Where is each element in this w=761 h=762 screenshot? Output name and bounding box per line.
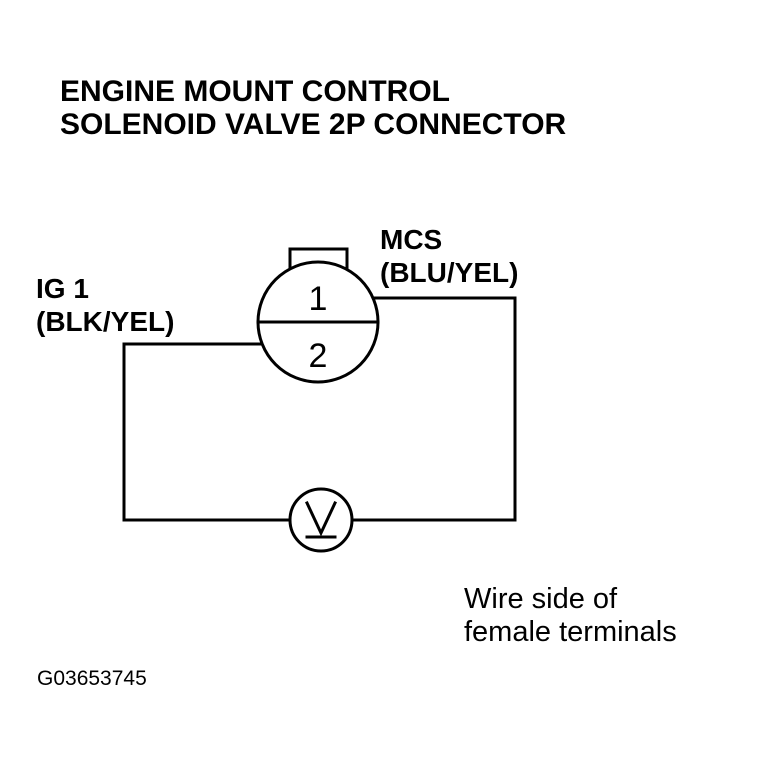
connector-2p: 1 2 [256,247,380,384]
figure-id: G03653745 [37,667,147,690]
title-line-2: SOLENOID VALVE 2P CONNECTOR [60,108,567,141]
voltmeter-icon [288,487,354,553]
right-wire [350,296,517,522]
title-line-1: ENGINE MOUNT CONTROL [60,75,450,108]
mcs-wire-color: (BLU/YEL) [380,257,518,288]
note-line-2: female terminals [464,616,677,648]
ig1-wire-color: (BLK/YEL) [36,306,174,337]
pin-1-label: 1 [309,280,328,318]
left-wire [122,342,292,522]
pin-2-label: 2 [309,337,328,375]
note-line-1: Wire side of [464,583,618,615]
voltmeter-body [288,487,354,553]
ig1-wire-name: IG 1 [36,273,89,304]
voltmeter-v-symbol [305,501,337,537]
circuit-wires [122,296,517,522]
mcs-wire-name: MCS [380,224,442,255]
